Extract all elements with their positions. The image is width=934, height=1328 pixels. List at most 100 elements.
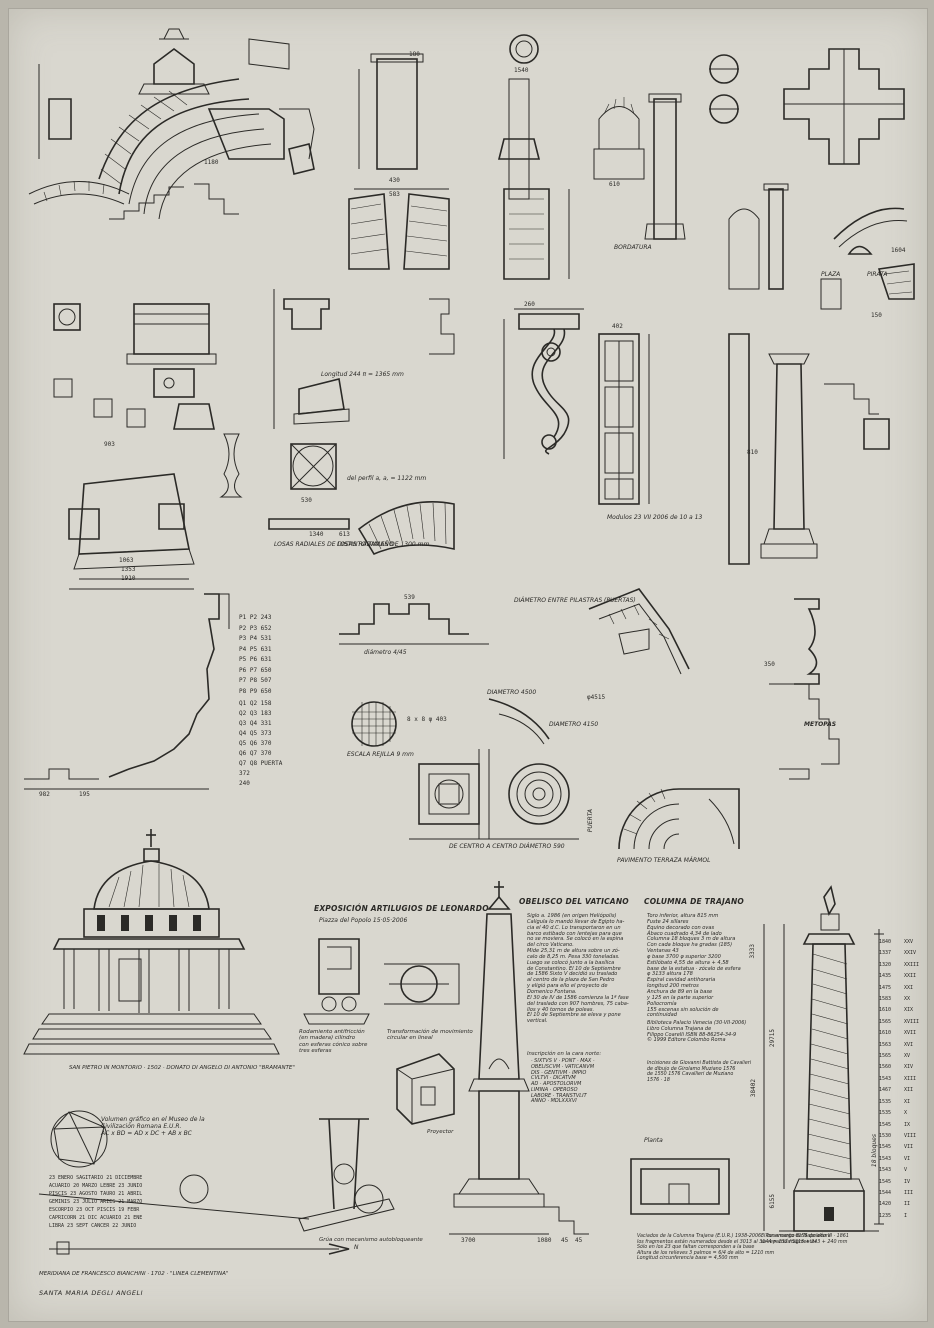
block-number: XV [904, 1053, 911, 1060]
block-height: 1583 [879, 996, 892, 1003]
drawing-sheet: 180 430 583 1180 610 1540 BORDATURA PLAZ… [8, 8, 928, 1322]
leonardo-devices-drawing [298, 938, 460, 1232]
block-number: XII [904, 1087, 914, 1094]
legend-line-3: PISCIS 23 AGOSTO TAURO 21 ABRIL [49, 1191, 143, 1197]
profile-p-3: P3 P4 531 [239, 635, 272, 642]
profile-list-p: P1 P2 243 P2 P3 652 P3 P4 531 P4 P5 631 … [239, 613, 272, 697]
block-number: XXI [904, 984, 914, 991]
north-arrow-label: N [354, 1244, 359, 1251]
block-number: XIII [904, 1075, 917, 1082]
legend-line-5: ESCORPIO 23 OCT PISCIS 19 FEBR [49, 1207, 140, 1213]
profile-q-3: Q3 Q4 331 [239, 720, 272, 727]
dim-539: 539 [404, 594, 415, 601]
block-height: 1610 [879, 1007, 892, 1014]
block-number: IX [904, 1121, 911, 1128]
dim-1180: 1180 [204, 159, 219, 166]
tall-column-drawing [728, 333, 890, 565]
legend-line-1: 23 ENERO SAGITARIO 21 DICIEMBRE [49, 1175, 143, 1181]
tempietto-caption: SAN PIETRO IN MONTORIO · 1502 · DONATO D… [69, 1065, 295, 1071]
block-height: 1435 [879, 973, 892, 980]
profile-p-7: P7 P8 507 [239, 677, 272, 684]
meridiana-legend: 23 ENERO SAGITARIO 21 DICIEMBRE ACUARIO … [49, 1174, 142, 1230]
dim-45b: 45 [575, 1237, 583, 1244]
trajano-basement: El basamento 6155 de altura se repartirí… [761, 1234, 848, 1245]
block-height: 1320 [879, 961, 892, 968]
profile-p-8: P8 P9 650 [239, 687, 272, 695]
block-number: XX [904, 996, 911, 1003]
pavimento-label: PAVIMENTO TERRAZA MÁRMOL [617, 857, 711, 864]
trajano-body: Toro inferior, altura 815 mm Fuste 24 si… [647, 913, 741, 1019]
profile-q-4: Q4 Q5 373 [239, 730, 272, 737]
trajan-column-drawing [763, 885, 884, 1232]
trajan-planta-drawing [630, 1158, 730, 1215]
spiral-stair-drawing [28, 28, 315, 220]
dim-3333: 3333 [749, 944, 756, 959]
profile-q-5: Q5 Q6 370 [239, 740, 272, 747]
block-height: 1337 [879, 950, 892, 957]
dim-613: 613 [339, 531, 350, 538]
leonardo-caption-1: Rodamiento antifricción (en madera) cili… [299, 1029, 368, 1054]
obelisco-inscription: · SIXTVS V · PONT · MAX · OBELISCVM · VA… [531, 1058, 595, 1105]
block-number: XXV [904, 939, 914, 945]
block-number: X [904, 1110, 908, 1117]
block-number: III [904, 1189, 914, 1196]
column-base-drawing [53, 303, 243, 590]
block-height: 1545 [879, 1121, 892, 1128]
block-number: XXIII [904, 961, 920, 968]
block-number: VII [904, 1144, 914, 1151]
profile-q-8: 372 [239, 770, 250, 777]
dim-982: 982 [39, 791, 50, 798]
leonardo-caption-4: Grúa con mecanismo autobloqueante [319, 1237, 423, 1243]
profile-p-2: P2 P3 652 [239, 624, 272, 632]
obelisco-title: OBELISCO DEL VATICANO [519, 897, 629, 906]
cosmati-pavement-drawing [409, 698, 579, 840]
leonardo-caption-3: Proyector [427, 1129, 454, 1135]
dim-430: 430 [389, 177, 400, 184]
dim-3700: 3700 [461, 1237, 476, 1244]
diametro-note: diámetro 4/45 [364, 649, 407, 656]
console-bracket-drawing [503, 308, 584, 459]
dim-1063: 1063 [119, 557, 134, 564]
profile-q-1: Q1 Q2 158 [239, 700, 272, 707]
block-height: 1535 [879, 1098, 892, 1105]
meridian-geometry-drawing [38, 1110, 350, 1255]
stair-profile-drawing [588, 588, 690, 675]
block-number: XI [904, 1098, 911, 1105]
block-number: I [904, 1212, 908, 1219]
leonardo-caption-2: Transformación de movimiento circular en… [387, 1029, 473, 1042]
dim-1353: 1353 [121, 566, 136, 573]
circle-center-note: DE CENTRO A CENTRO DIÁMETRO 590 [449, 843, 565, 850]
dim-530: 530 [301, 497, 312, 504]
meridiana-note: Volumen gráfico en el Museo de la Civili… [101, 1116, 205, 1137]
obelisco-inscription-title: Inscripción en la cara norte: [527, 1051, 602, 1057]
legend-line-4: GEMINIS 23 JULIO ARIES 21 MARZO [49, 1199, 143, 1205]
phi-4515-label: φ4515 [587, 694, 606, 701]
block-height: 1565 [879, 1018, 892, 1025]
losas-radiales-note-b: LOSAS RADIALES DE 1300 mm [337, 541, 430, 548]
longitud-note: Longitud 244 π = 1365 mm [321, 371, 404, 378]
dim-260: 260 [524, 301, 535, 308]
block-height: 1840 [879, 939, 892, 945]
puerta-label: PUERTA [587, 809, 594, 833]
meridiana-caption-2: SANTA MARIA DEGLI ANGELI [39, 1289, 144, 1297]
block-height: 1560 [879, 1064, 892, 1071]
block-number: XVII [904, 1030, 917, 1037]
block-height: 1563 [879, 1041, 892, 1048]
block-height: 1235 [879, 1212, 892, 1219]
trajano-vaciados: Vaciados de la Columna Trajana (E.U.R.) … [637, 1234, 849, 1262]
profile-q-6: Q6 Q7 370 [239, 750, 272, 757]
block-number: IV [904, 1178, 911, 1185]
trajano-title: COLUMNA DE TRAJANO [644, 897, 744, 906]
dim-6155: 6155 [769, 1194, 776, 1209]
block-number: XVIII [904, 1018, 920, 1025]
block-height: 1543 [879, 1075, 892, 1082]
concentric-pavement-drawing [618, 788, 740, 850]
block-number: II [904, 1201, 911, 1208]
block-height: 1467 [879, 1087, 892, 1094]
dim-150: 150 [871, 312, 882, 319]
grid-circle-drawing [351, 701, 397, 747]
cornice-profile-drawing [339, 603, 489, 645]
block-height: 1535 [879, 1110, 892, 1117]
window-frame-drawing [598, 333, 650, 505]
